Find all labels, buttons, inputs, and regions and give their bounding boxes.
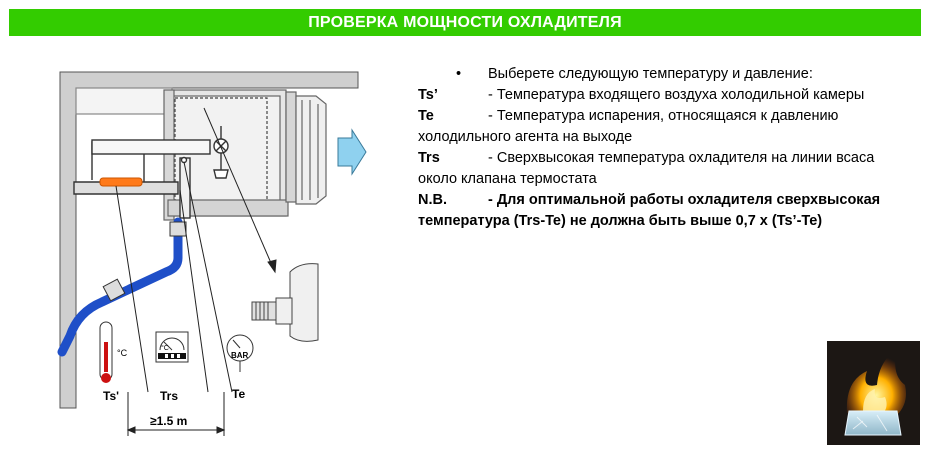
label-trs: Trs [160,389,178,403]
leader-lines [115,107,277,393]
item-te-cont: холодильного агента на выходе [418,129,633,145]
dial-unit: °C [161,344,169,352]
instructions: • Выберете следующую температуру и давле… [418,64,898,232]
note-cont: температура (Trs-Te) не должна быть выше… [418,213,823,229]
desc-te: - Температура испарения, относящаяся к д… [488,108,839,124]
item-trs-cont: около клапана термостата [418,171,597,187]
title-banner: ПРОВЕРКА МОЩНОСТИ ОХЛАДИТЕЛЯ [9,9,921,36]
flame-on-ice-icon [827,341,920,445]
dial-thermometer-icon: °C [155,331,189,363]
pressure-connection-detail [251,263,319,342]
page-title: ПРОВЕРКА МОЩНОСТИ ОХЛАДИТЕЛЯ [308,13,622,31]
bullet-icon: • [456,66,462,82]
term-trs: Trs [418,150,440,166]
item-te: Te - Температура испарения, относящаяся к… [418,106,898,127]
note: N.B. - Для оптимальной работы охладителя … [418,190,898,211]
airflow-arrow-icon [337,128,367,176]
term-te: Te [418,108,434,124]
gauge-label: BAR [231,351,249,360]
distance-dimension [126,392,226,436]
term-ts: Ts’ [418,87,438,103]
note-desc: - Для оптимальной работы охладителя свер… [488,192,881,208]
intro-line: • Выберете следующую температуру и давле… [418,64,898,85]
flame-on-ice-photo [827,341,920,445]
label-te: Te [232,387,245,401]
label-distance: ≥1.5 m [150,414,187,428]
label-ts: Ts' [103,389,119,403]
intro-text: Выберете следующую температуру и давлени… [488,66,813,82]
suction-pipe [57,217,183,357]
evaporator-unit [75,87,327,221]
thermometer-icon: °C [99,321,128,383]
desc-trs: - Сверхвысокая температура охладителя на… [488,150,875,166]
pressure-gauge-icon: BAR [226,334,254,372]
item-ts: Ts’ - Температура входящего воздуха холод… [418,85,898,106]
pipe-fittings [102,221,187,302]
note-term: N.B. [418,192,447,208]
item-trs: Trs - Сверхвысокая температура охладителя… [418,148,898,169]
desc-ts: - Температура входящего воздуха холодиль… [488,87,865,103]
sensor-bulb [99,177,143,187]
thermometer-unit: °C [117,348,128,358]
